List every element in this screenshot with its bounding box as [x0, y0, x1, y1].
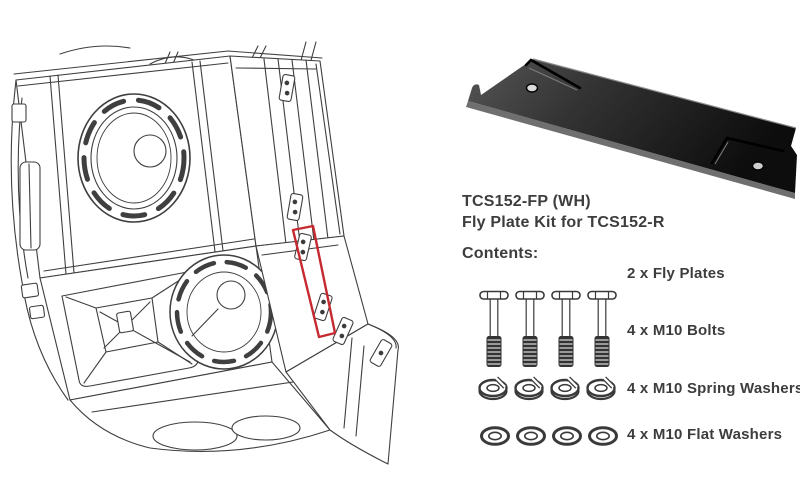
fly-plate-location-highlight	[291, 224, 337, 339]
spring-washer-icon	[550, 376, 580, 401]
top-woofer	[77, 93, 191, 223]
product-title-block: TCS152-FP (WH) Fly Plate Kit for TCS152-…	[462, 191, 665, 233]
flat-washer-icon	[588, 426, 618, 446]
plate-hole-left	[525, 83, 539, 93]
cabinet-left-edge	[10, 79, 69, 401]
bolt-icon	[587, 290, 617, 367]
contents-item-bolts: 4 x M10 Bolts	[627, 322, 726, 339]
product-subtitle: Fly Plate Kit for TCS152-R	[462, 214, 665, 231]
flat-washer-icon	[552, 426, 582, 446]
spring-washer-icon	[514, 376, 544, 401]
bolt-icon	[479, 290, 509, 367]
bottom-woofer	[169, 254, 279, 370]
contents-item-spring-washers: 4 x M10 Spring Washers	[627, 380, 800, 397]
spring-washer-icon-group	[476, 376, 618, 403]
bottom-skirt	[69, 361, 331, 452]
plate-hole-right	[751, 161, 765, 171]
flat-washer-icon	[516, 426, 546, 446]
fly-plate-product-image	[466, 58, 797, 199]
mounting-plates	[278, 74, 393, 367]
contents-item-flat-washers: 4 x M10 Flat Washers	[627, 426, 783, 443]
bolt-icon	[551, 290, 581, 367]
flat-washer-icon	[480, 426, 510, 446]
spring-washer-icon	[478, 376, 508, 401]
contents-heading: Contents:	[462, 245, 539, 262]
product-model: TCS152-FP (WH)	[462, 193, 591, 210]
contents-item-fly-plates: 2 x Fly Plates	[627, 265, 725, 282]
bolt-icon	[515, 290, 545, 367]
flat-washer-icon-group	[479, 425, 619, 447]
fly-plate-shape	[466, 58, 797, 199]
spring-washer-icon	[586, 376, 616, 401]
speaker-line-drawing	[10, 41, 399, 465]
bolt-icon-group	[479, 289, 617, 369]
